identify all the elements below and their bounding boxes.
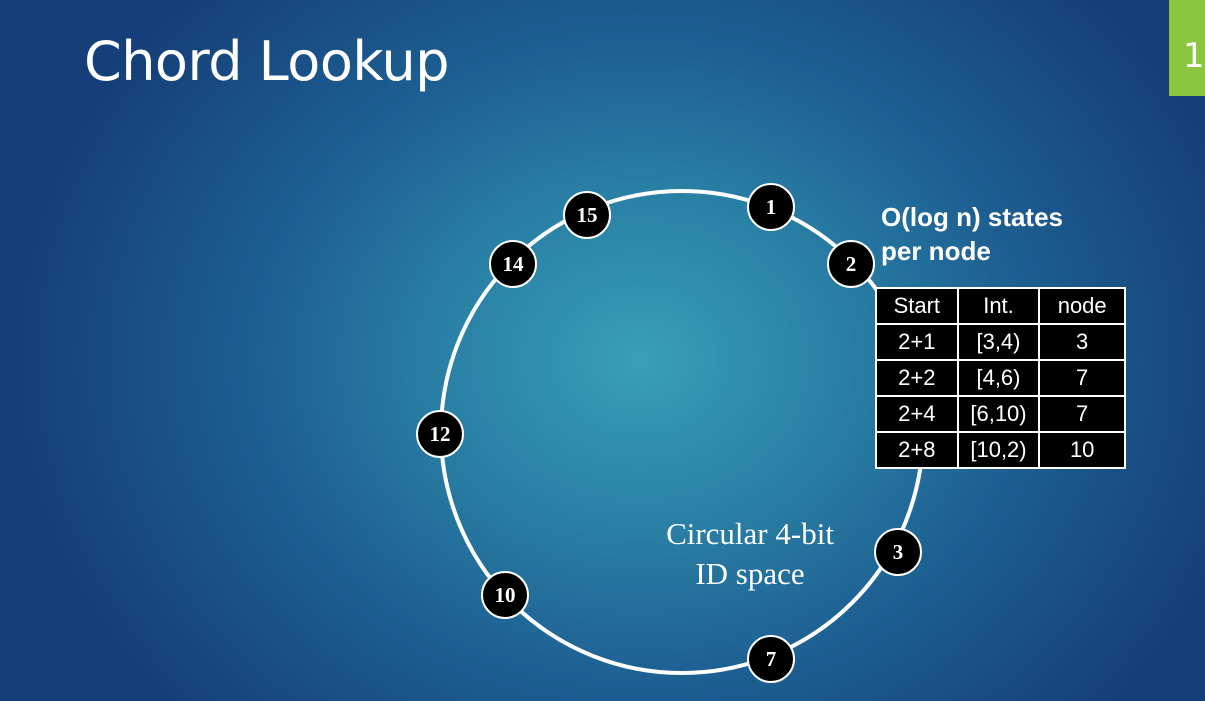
ring-node-label: 2 [846,252,857,276]
table-row: 2+4 [6,10) 7 [875,395,1126,433]
id-space-label-line2: ID space [695,556,805,591]
slide-number-badge: 1 [1169,0,1205,96]
states-note-line2: per node [881,236,991,266]
cell-start: 2+4 [875,395,959,433]
ring-node: 14 [489,240,537,288]
ring-node: 3 [874,528,922,576]
cell-node: 7 [1038,359,1126,397]
ring-node: 12 [416,410,464,458]
cell-start: 2+2 [875,359,959,397]
states-note-line1: O(log n) states [881,202,1064,232]
table-row: 2+8 [10,2) 10 [875,431,1126,469]
ring-node: 7 [747,635,795,683]
cell-interval: [4,6) [956,359,1041,397]
cell-interval: [3,4) [956,323,1041,361]
ring-node-label: 1 [766,195,777,219]
cell-node: 7 [1038,395,1126,433]
header-node: node [1038,287,1126,325]
cell-node: 10 [1038,431,1126,469]
ring-node-label: 3 [893,540,904,564]
header-start: Start [875,287,959,325]
ring-node: 10 [481,571,529,619]
ring-node: 1 [747,183,795,231]
states-note: O(log n) states per node [881,200,1063,268]
header-interval: Int. [956,287,1041,325]
cell-interval: [6,10) [956,395,1041,433]
finger-table: Start Int. node 2+1 [3,4) 3 2+2 [4,6) 7 … [875,287,1126,469]
ring-node-label: 12 [430,422,451,446]
ring-node-label: 7 [766,647,777,671]
ring-node-label: 14 [503,252,525,276]
ring-node-label: 15 [577,203,598,227]
slide-number: 1 [1183,36,1205,76]
id-space-label-line1: Circular 4-bit [666,516,834,551]
ring-node-label: 10 [495,583,516,607]
table-row: 2+1 [3,4) 3 [875,323,1126,361]
slide-title: Chord Lookup [84,30,450,93]
table-row: 2+2 [4,6) 7 [875,359,1126,397]
id-space-label: Circular 4-bit ID space [640,514,860,594]
finger-table-header-row: Start Int. node [875,287,1126,325]
cell-interval: [10,2) [956,431,1041,469]
ring-node: 2 [827,240,875,288]
cell-start: 2+8 [875,431,959,469]
cell-node: 3 [1038,323,1126,361]
ring-node: 15 [563,191,611,239]
cell-start: 2+1 [875,323,959,361]
